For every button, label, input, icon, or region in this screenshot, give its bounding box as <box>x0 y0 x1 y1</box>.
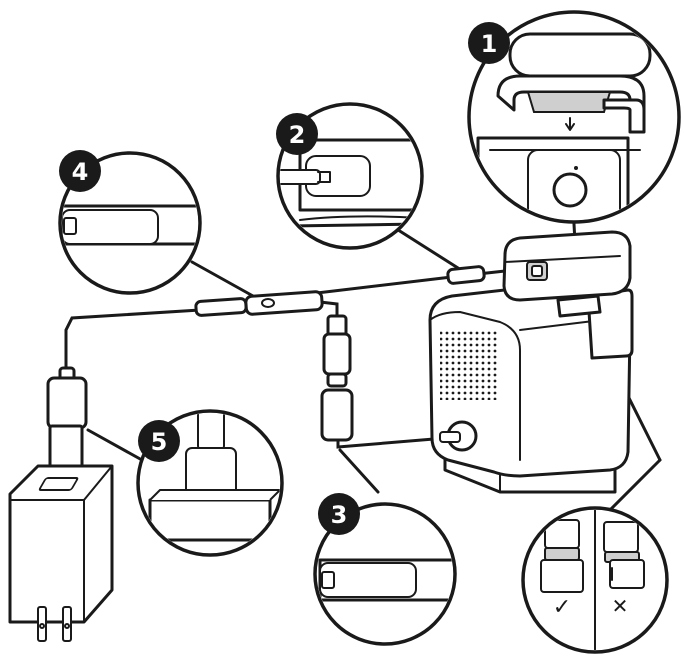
lower-cable-connectors <box>320 314 354 442</box>
cross-mark-wrong: ✕ <box>612 594 629 618</box>
step-number: 3 <box>331 501 348 529</box>
zoom-detail-connector-3 <box>313 502 457 646</box>
speaker-grille <box>440 330 498 400</box>
camera-base <box>428 284 634 494</box>
step-badge-3: 3 <box>318 493 360 535</box>
power-adapter <box>8 464 114 642</box>
mount-check-panel: ✓ ✕ <box>521 506 669 654</box>
cable-splitter <box>194 265 486 317</box>
check-mark-correct: ✓ <box>553 595 571 620</box>
usb-a-plug <box>46 366 88 470</box>
step-number: 4 <box>72 158 89 186</box>
zoom-detail-connector-4 <box>58 151 202 295</box>
step-badge-5: 5 <box>138 420 180 462</box>
step-number: 1 <box>481 30 498 58</box>
step-number: 2 <box>289 121 306 149</box>
zoom-detail-clip <box>467 10 681 224</box>
step-badge-4: 4 <box>59 150 101 192</box>
step-badge-1: 1 <box>468 22 510 64</box>
step-number: 5 <box>151 428 168 456</box>
camera-head <box>502 230 632 318</box>
step-badge-2: 2 <box>276 113 318 155</box>
